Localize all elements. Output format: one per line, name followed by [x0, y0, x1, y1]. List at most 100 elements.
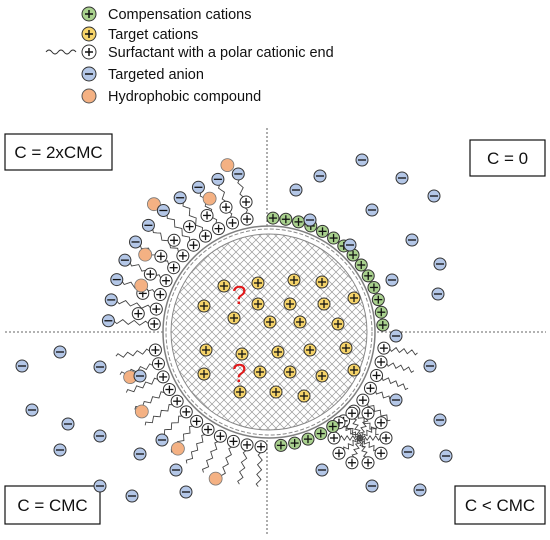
anion — [133, 369, 147, 383]
surfactant-head — [240, 212, 254, 226]
target-cation — [283, 365, 297, 379]
surfactant-head — [153, 288, 167, 302]
surfactant-tail — [367, 403, 391, 422]
svg-text:C < CMC: C < CMC — [465, 496, 535, 515]
surfactant-head — [143, 267, 157, 281]
surfactant-tail — [357, 415, 379, 435]
surfactant-tail — [386, 362, 415, 374]
anion — [303, 213, 317, 227]
anion — [169, 463, 183, 477]
anion — [211, 172, 225, 186]
anion — [15, 359, 29, 373]
compensation-cation — [316, 224, 330, 238]
surfactant-head — [361, 406, 375, 420]
target-cation — [197, 299, 211, 313]
target-cation — [293, 315, 307, 329]
hydrophobic-compound — [170, 441, 185, 456]
anion — [433, 257, 447, 271]
anion — [385, 273, 399, 287]
surfactant-head — [148, 343, 162, 357]
compensation-cation — [288, 436, 302, 450]
surfactant-tail — [343, 424, 361, 439]
anion — [110, 273, 124, 287]
surfactant-head — [156, 370, 170, 384]
compensation-cation — [371, 293, 385, 307]
target-cation — [271, 345, 285, 359]
compensation-cation — [374, 305, 388, 319]
compensation-cation — [327, 231, 341, 245]
compensation-cation — [292, 215, 306, 229]
compensation-cations-layer — [266, 211, 390, 452]
surfactant-tail — [111, 297, 151, 309]
compensation-cation — [346, 248, 360, 262]
central-particle — [162, 225, 376, 439]
hydrophobic-compound — [138, 247, 153, 262]
surfactant-tail — [255, 452, 263, 487]
quadrant-label-top-right: C = 0 — [469, 139, 546, 177]
target-cation — [287, 273, 301, 287]
surfactant-head — [219, 200, 233, 214]
surfactant-head — [363, 381, 377, 395]
legend-label-targeted-anion: Targeted anion — [108, 67, 204, 83]
surfactant-head — [379, 431, 393, 445]
surfactant-tail — [359, 437, 377, 452]
target-cation — [253, 365, 267, 379]
legend-label-compensation: Compensation cations — [108, 7, 251, 23]
minus-in-circle-blue-icon — [81, 66, 97, 82]
surfactant-head — [167, 233, 181, 247]
compensation-cation — [301, 432, 315, 446]
surfactant-head — [212, 222, 226, 236]
anion — [179, 485, 193, 499]
target-cation — [263, 315, 277, 329]
surfactant-tail — [339, 434, 361, 442]
target-cation — [331, 317, 345, 331]
anion — [93, 360, 107, 374]
legend-item-hydrophobic: Hydrophobic compound — [81, 88, 261, 105]
surfactant-tail — [179, 197, 203, 232]
target-cation — [347, 363, 361, 377]
target-cation — [303, 343, 317, 357]
anion — [231, 167, 245, 181]
surfactant-tail — [201, 441, 219, 473]
surfactant-tail — [381, 377, 409, 391]
surfactant-head — [147, 317, 161, 331]
legend-label-hydrophobic: Hydrophobic compound — [108, 89, 261, 105]
surfactant-head — [239, 195, 253, 209]
hydrophobic-compound — [202, 191, 217, 206]
surfactant-head — [356, 393, 370, 407]
svg-text:C = CMC: C = CMC — [17, 496, 87, 515]
anion — [315, 463, 329, 477]
surfactant-head — [374, 446, 388, 460]
surfactant-head — [332, 446, 346, 460]
anion — [155, 433, 169, 447]
surfactant-head — [226, 216, 240, 230]
plus-in-circle-yellow-icon — [81, 26, 97, 42]
anion — [389, 329, 403, 343]
target-cation — [199, 343, 213, 357]
surfactant-head — [167, 261, 181, 275]
question-mark-lower: ? — [232, 358, 246, 388]
surfactant-tail — [163, 210, 191, 241]
surfactant-head — [162, 383, 176, 396]
surfactant-tail — [357, 437, 368, 458]
anion — [395, 171, 409, 185]
surfactant-tail — [185, 434, 206, 464]
surfactant-tail — [389, 346, 418, 356]
surfactant-tail — [358, 418, 369, 439]
orange-circle-icon — [81, 88, 97, 104]
anion — [141, 218, 155, 232]
anion — [405, 233, 419, 247]
surfactant-tail — [351, 437, 362, 458]
surfactant-head — [345, 456, 359, 470]
compensation-cation — [367, 280, 381, 294]
anion — [439, 449, 453, 463]
surfactant-head — [377, 341, 391, 355]
surfactant-tail — [359, 434, 381, 442]
surfactant-tail — [115, 348, 150, 358]
surfactant-tail — [343, 436, 361, 450]
surfactant-head — [179, 405, 193, 419]
anion — [365, 203, 379, 217]
target-cation — [233, 385, 247, 399]
surfactant-head — [149, 302, 163, 316]
